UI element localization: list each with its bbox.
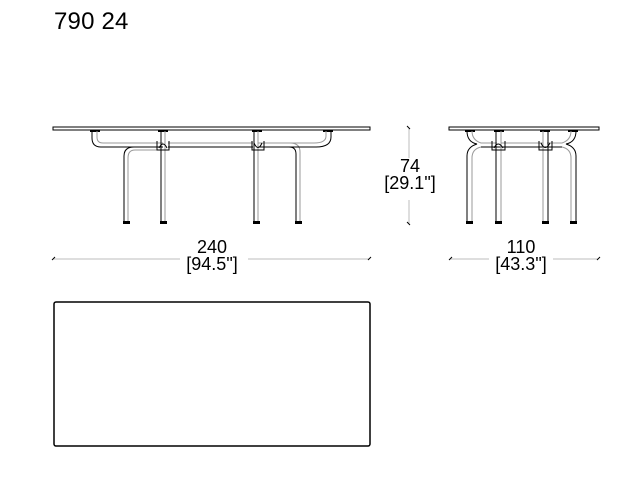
top-view xyxy=(53,301,371,447)
height-cm: 74 xyxy=(399,156,421,176)
depth-inch: [43.3"] xyxy=(495,254,547,274)
length-cm: 240 xyxy=(196,237,228,257)
height-dimension: 74 [29.1"] xyxy=(370,156,450,193)
front-view xyxy=(52,126,371,224)
dimension-ticks xyxy=(51,125,601,261)
length-dimension: 240 [94.5"] xyxy=(172,237,252,274)
depth-cm: 110 xyxy=(506,237,536,257)
depth-dimension: 110 [43.3"] xyxy=(481,237,561,274)
height-inch: [29.1"] xyxy=(384,173,436,193)
dimension-lines xyxy=(53,128,598,260)
product-code: 790 24 xyxy=(54,8,129,35)
side-view xyxy=(448,126,600,224)
length-inch: [94.5"] xyxy=(186,254,238,274)
